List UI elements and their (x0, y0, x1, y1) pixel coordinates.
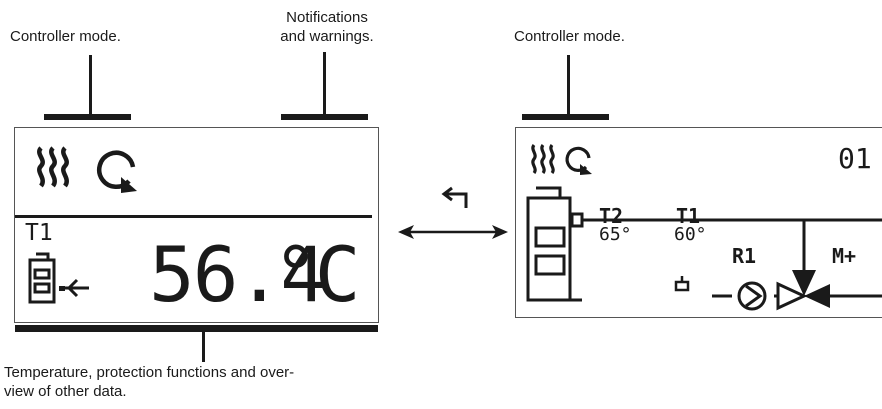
pump-icon (737, 281, 767, 311)
auto-cycle-icon (96, 150, 137, 193)
bottom-description-line1: Temperature, protection functions and ov… (4, 364, 295, 381)
t2-label: T2 (599, 204, 624, 228)
notifications-leader (323, 52, 326, 117)
t1-label: T1 (676, 204, 701, 228)
temperature-value: 56.4 (149, 230, 326, 319)
notifications-label-line2: and warnings. (280, 28, 374, 45)
arrow-left-icon (59, 278, 89, 298)
data-area-leader (202, 332, 205, 362)
boiler-icon (28, 252, 56, 304)
sensor-label-t1: T1 (25, 220, 53, 246)
auto-cycle-icon (565, 146, 592, 175)
screen-number: 01 (838, 142, 872, 175)
display-divider (15, 215, 372, 218)
data-area-bar (15, 325, 378, 332)
bottom-description-line2: view of other data. (4, 383, 127, 400)
controller-mode-leader-right (567, 55, 570, 117)
t1-sensor-mark (674, 276, 690, 292)
t2-sensor-mark (570, 212, 584, 228)
bottom-description-label: Temperature, protection functions and ov… (4, 363, 394, 401)
temperature-unit: °C (273, 230, 360, 319)
boiler-door-top (534, 226, 566, 248)
controller-mode-bar-left (44, 114, 131, 120)
main-display-panel: T1 56.4 °C (14, 127, 379, 323)
scheme-display-panel: 01 (515, 127, 882, 318)
mixing-valve-icon (776, 270, 830, 311)
double-arrow-icon (398, 225, 508, 239)
boiler-door-bottom (534, 254, 566, 276)
heating-mode-icon (37, 146, 69, 188)
controller-mode-bar-right (522, 114, 609, 120)
controller-mode-label-right: Controller mode. (514, 28, 625, 45)
controller-mode-leader-left (89, 55, 92, 117)
r1-label: R1 (732, 244, 757, 268)
notifications-label: Notifications and warnings. (262, 8, 392, 46)
heating-mode-icon (531, 144, 555, 174)
t2-value: 65° (599, 224, 632, 245)
notifications-bar (281, 114, 368, 120)
boiler-body (526, 196, 572, 302)
t1-value: 60° (674, 224, 707, 245)
controller-mode-label-left: Controller mode. (10, 28, 121, 45)
notifications-label-line1: Notifications (286, 9, 368, 26)
hydraulic-scheme (526, 186, 882, 311)
return-arrow-icon (441, 186, 468, 208)
boiler-chimney (536, 186, 562, 198)
m-label: M+ (832, 244, 857, 268)
